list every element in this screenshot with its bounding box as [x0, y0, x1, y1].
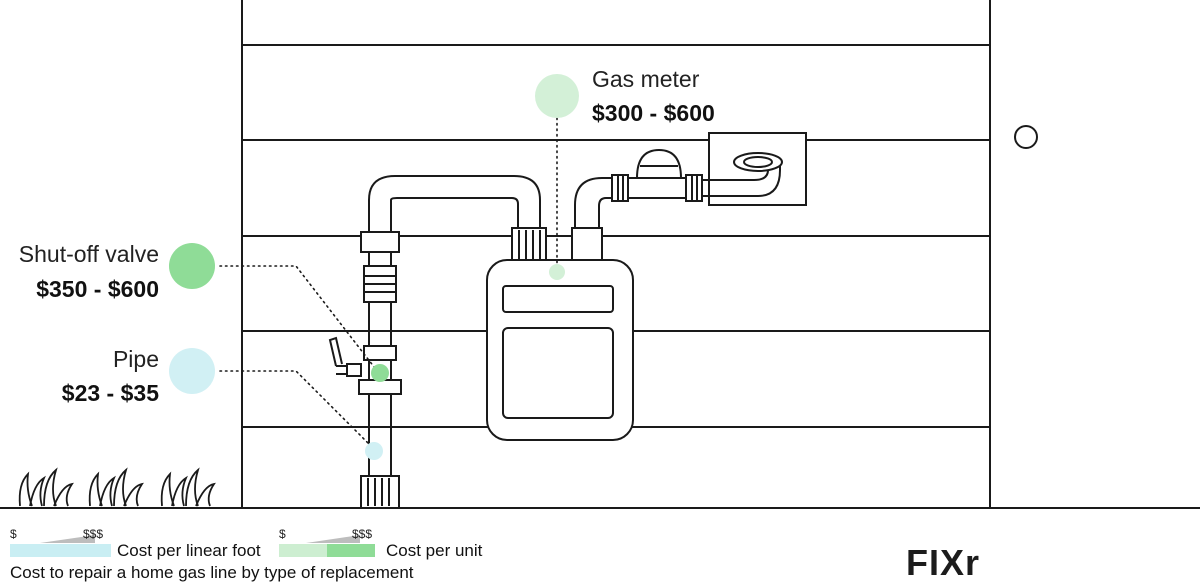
shut-off-valve-price: $350 - $600	[36, 276, 159, 302]
shut-off-valve-point	[371, 364, 389, 382]
legend-linear-low: $	[10, 527, 17, 541]
gas-meter-price: $300 - $600	[592, 100, 715, 126]
outlet-pipe	[571, 148, 703, 263]
legend-unit-bar	[279, 535, 375, 557]
shut-off-valve-marker	[169, 243, 215, 289]
shut-off-valve-handle	[328, 336, 362, 377]
pipe-marker	[169, 348, 215, 394]
leader-shut-off-valve	[219, 265, 379, 373]
legend-unit-low: $	[279, 527, 286, 541]
diagram-caption: Cost to repair a home gas line by type o…	[10, 563, 414, 582]
gas-meter-title: Gas meter	[592, 66, 700, 92]
leader-pipe	[219, 370, 375, 450]
legend-linear-bar	[10, 535, 111, 557]
pipe-title: Pipe	[112, 346, 159, 372]
pipe-price: $23 - $35	[61, 380, 159, 406]
legend-linear-high: $$$	[83, 527, 104, 541]
gas-meter-body	[486, 259, 634, 441]
legend-unit-high: $$$	[352, 527, 373, 541]
regulator-box	[702, 132, 807, 206]
gas-meter-marker	[535, 74, 579, 118]
pipe-point	[365, 442, 383, 460]
shut-off-valve-title: Shut-off valve	[18, 241, 159, 267]
fixr-logo: FIXr	[906, 542, 981, 583]
gas-meter-point	[549, 264, 565, 280]
wall-fixture-icon	[1014, 125, 1038, 149]
supply-pipe	[358, 200, 402, 509]
legend-unit-label: Cost per unit	[386, 541, 483, 560]
grass-icon	[18, 467, 216, 507]
legend-linear-label: Cost per linear foot	[117, 541, 261, 560]
